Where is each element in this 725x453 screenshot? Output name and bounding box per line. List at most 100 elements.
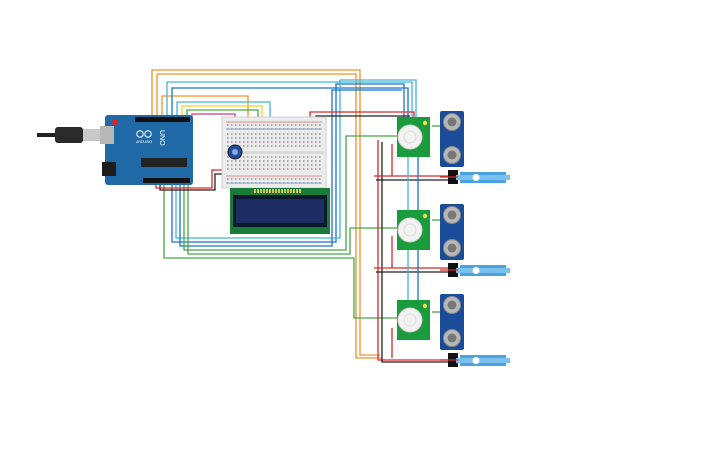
breadboard-hole (275, 137, 277, 139)
wire-black-rail (315, 115, 410, 120)
pir-dome-ring (403, 313, 417, 327)
breadboard-hole (283, 141, 285, 143)
breadboard-hole (239, 164, 241, 166)
pir-potentiometer (422, 120, 428, 126)
breadboard-hole (263, 156, 265, 158)
breadboard-hole (315, 160, 317, 162)
lcd-screen (236, 199, 324, 223)
breadboard-hole (231, 124, 233, 126)
pir-dome-ring (403, 130, 417, 144)
breadboard-hole (227, 178, 229, 180)
breadboard-hole (231, 178, 233, 180)
breadboard-hole (255, 137, 257, 139)
breadboard-hole (243, 160, 245, 162)
breadboard-hole (311, 182, 313, 184)
breadboard-hole (295, 128, 297, 130)
breadboard-hole (307, 160, 309, 162)
servo-mount (456, 268, 510, 273)
arduino-uno[interactable]: UNO ARDUINO (100, 115, 193, 185)
breadboard-hole (311, 141, 313, 143)
breadboard-hole (243, 168, 245, 170)
arduino-usb-port (100, 126, 114, 144)
breadboard-hole (271, 156, 273, 158)
breadboard-hole (303, 137, 305, 139)
breadboard-hole (279, 137, 281, 139)
arduino-chip (141, 158, 187, 167)
breadboard-hole (299, 137, 301, 139)
breadboard-hole (271, 178, 273, 180)
breadboard-hole (271, 133, 273, 135)
breadboard-hole (287, 164, 289, 166)
servo-motor[interactable] (440, 263, 510, 277)
breadboard-hole (231, 128, 233, 130)
servo-motor[interactable] (440, 353, 510, 367)
breadboard-hole (263, 182, 265, 184)
breadboard-hole (247, 160, 249, 162)
breadboard-hole (279, 141, 281, 143)
pir-dome (397, 124, 423, 150)
breadboard-hole (247, 182, 249, 184)
breadboard-hole (315, 168, 317, 170)
breadboard-hole (263, 145, 265, 147)
breadboard-hole (275, 128, 277, 130)
breadboard-hole (283, 128, 285, 130)
breadboard-hole (267, 160, 269, 162)
breadboard-hole (303, 178, 305, 180)
breadboard-hole (283, 160, 285, 162)
breadboard-hole (271, 164, 273, 166)
breadboard-hole (255, 133, 257, 135)
breadboard-hole (315, 141, 317, 143)
breadboard-hole (303, 160, 305, 162)
breadboard-hole (251, 160, 253, 162)
ultrasonic-sensor[interactable] (440, 111, 464, 167)
breadboard-hole (307, 137, 309, 139)
ultrasonic-sensor[interactable] (440, 294, 464, 350)
breadboard-hole (291, 133, 293, 135)
breadboard-hole (271, 137, 273, 139)
breadboard-hole (299, 133, 301, 135)
breadboard-hole (303, 124, 305, 126)
breadboard-hole (263, 168, 265, 170)
servo-motor[interactable] (440, 170, 510, 184)
breadboard-hole (319, 156, 321, 158)
breadboard-hole (231, 141, 233, 143)
breadboard-hole (255, 156, 257, 158)
breadboard-hole (259, 141, 261, 143)
breadboard-hole (311, 124, 313, 126)
breadboard-hole (251, 128, 253, 130)
breadboard-hole (299, 141, 301, 143)
ultrasonic-sensor[interactable] (440, 204, 464, 260)
breadboard-hole (299, 145, 301, 147)
sensor-modules (397, 111, 510, 367)
breadboard-hole (295, 164, 297, 166)
breadboard-hole (255, 145, 257, 147)
breadboard-hole (275, 145, 277, 147)
breadboard-hole (299, 160, 301, 162)
wire-black-bus (381, 142, 452, 363)
breadboard-hole (227, 164, 229, 166)
wire-red-bottom (155, 169, 240, 189)
breadboard-hole (295, 124, 297, 126)
breadboard-hole (319, 133, 321, 135)
arduino-power-jack (102, 162, 116, 176)
breadboard-hole (291, 178, 293, 180)
breadboard-hole (243, 164, 245, 166)
wire-green-bottom-2 (187, 183, 398, 255)
sensor-unit-3 (397, 294, 510, 367)
pir-sensor[interactable] (397, 117, 430, 157)
breadboard-hole (287, 141, 289, 143)
breadboard-hole (271, 145, 273, 147)
breadboard-hole (243, 133, 245, 135)
breadboard-hole (287, 156, 289, 158)
breadboard-hole (319, 137, 321, 139)
breadboard-hole (231, 182, 233, 184)
usb-plug-body (55, 127, 83, 143)
breadboard-hole (271, 168, 273, 170)
pir-sensor[interactable] (397, 300, 430, 340)
breadboard-hole (295, 145, 297, 147)
breadboard-hole (291, 156, 293, 158)
arduino-reset-button[interactable] (112, 119, 118, 125)
breadboard-hole (299, 124, 301, 126)
pir-sensor[interactable] (397, 210, 430, 250)
breadboard-hole (291, 160, 293, 162)
